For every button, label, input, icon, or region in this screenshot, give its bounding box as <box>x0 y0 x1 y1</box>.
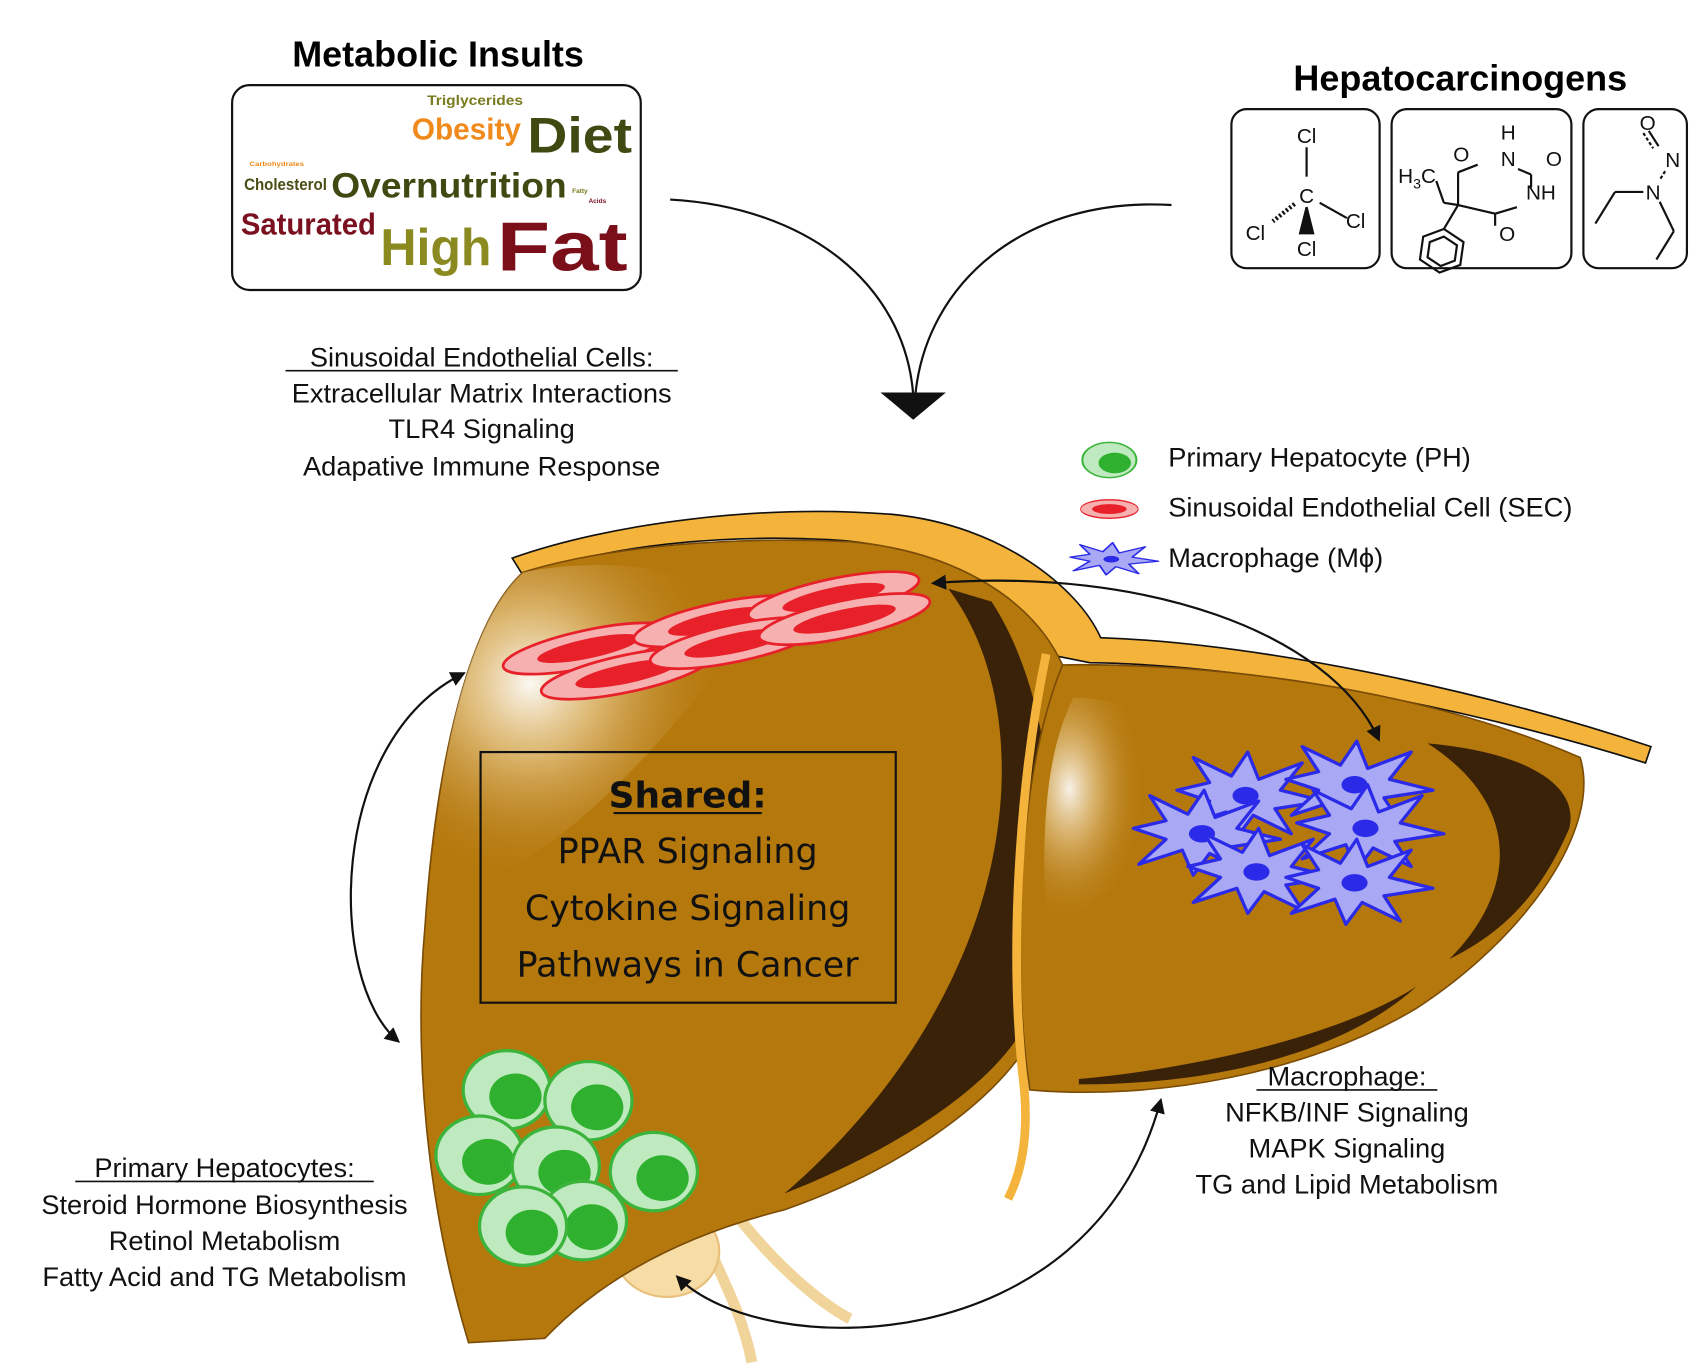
atom-o: O <box>1453 143 1469 166</box>
word-high: High <box>380 219 491 277</box>
macrophage-item: MAPK Signaling <box>1249 1132 1446 1163</box>
liver-illustration <box>420 510 1652 1364</box>
macrophage-item: NFKB/INF Signaling <box>1225 1096 1469 1127</box>
shared-heading: Shared: <box>609 776 767 817</box>
hepatocarcinogens-title: Hepatocarcinogens <box>1293 58 1627 99</box>
atom-o: O <box>1640 112 1656 135</box>
shared-item: PPAR Signaling <box>558 832 818 872</box>
converging-arrows <box>670 198 1172 395</box>
ph-item: Retinol Metabolism <box>109 1225 341 1256</box>
sec-item: TLR4 Signaling <box>389 413 575 444</box>
word-cloud-box <box>231 84 642 292</box>
interaction-arrows <box>349 574 1381 1329</box>
legend-label-hepatocyte: Primary Hepatocyte (PH) <box>1168 442 1471 473</box>
atom-o: O <box>1546 148 1562 171</box>
macrophage-heading: Macrophage: <box>1267 1061 1426 1092</box>
word-fat: Fat <box>497 207 628 285</box>
metabolic-insults-title: Metabolic Insults <box>292 34 584 75</box>
word-overnutrition: Overnutrition <box>331 166 566 205</box>
methyl-group: H3C <box>1398 165 1436 192</box>
word-diet: Diet <box>527 108 632 164</box>
legend: Primary Hepatocyte (PH) Sinusoidal Endot… <box>1069 441 1572 576</box>
word-cholesterol: Cholesterol <box>244 176 327 194</box>
ph-heading: Primary Hepatocytes: <box>94 1152 354 1183</box>
macrophage-item: TG and Lipid Metabolism <box>1196 1168 1499 1199</box>
atom-cl: Cl <box>1297 238 1317 261</box>
hepatocyte-panel: Primary Hepatocytes: Steroid Hormone Bio… <box>41 1152 407 1292</box>
atom-o: O <box>1499 223 1515 246</box>
sec-heading: Sinusoidal Endothelial Cells: <box>310 341 654 372</box>
atom-c: C <box>1299 185 1314 208</box>
word-cloud: Triglycerides Obesity Diet Carbohydrates… <box>231 84 642 292</box>
shared-panel: Shared: PPAR Signaling Cytokine Signalin… <box>479 750 897 1004</box>
word-triglycerides: Triglycerides <box>427 93 523 109</box>
word-obesity: Obesity <box>412 113 521 147</box>
atom-cl: Cl <box>1346 210 1366 233</box>
macrophage-panel: Macrophage: NFKB/INF Signaling MAPK Sign… <box>1196 1061 1499 1200</box>
sec-panel: Sinusoidal Endothelial Cells: Extracellu… <box>285 341 678 481</box>
ph-item: Steroid Hormone Biosynthesis <box>41 1189 407 1220</box>
arrowhead-icon <box>880 392 946 420</box>
word-fatty: Fatty <box>572 188 588 195</box>
sec-legend-icon <box>1079 499 1139 519</box>
atom-cl: Cl <box>1246 222 1266 245</box>
legend-label-macrophage: Macrophage (Mϕ) <box>1168 542 1383 573</box>
macrophage-legend-icon <box>1069 541 1160 576</box>
shared-item: Cytokine Signaling <box>525 889 850 929</box>
shared-item: Pathways in Cancer <box>517 946 860 986</box>
word-carbohydrates: Carbohydrates <box>250 161 305 168</box>
legend-label-sec: Sinusoidal Endothelial Cell (SEC) <box>1168 492 1572 523</box>
word-acids: Acids <box>588 198 606 205</box>
sec-item: Extracellular Matrix Interactions <box>292 377 672 408</box>
sec-item: Adapative Immune Response <box>303 450 660 481</box>
phenobarbital-structure <box>1390 108 1573 274</box>
atom-n: N <box>1501 148 1516 171</box>
diethylnitrosamine-structure <box>1582 108 1689 270</box>
ph-item: Fatty Acid and TG Metabolism <box>42 1261 406 1292</box>
atom-n: N <box>1665 149 1680 172</box>
atom-n: N <box>1646 182 1661 205</box>
atom-h: H <box>1501 122 1516 145</box>
atom-nh: NH <box>1526 182 1556 205</box>
hepatocyte-legend-icon <box>1081 441 1138 479</box>
atom-cl: Cl <box>1297 125 1317 148</box>
carbon-tetrachloride-structure <box>1230 108 1381 270</box>
word-saturated: Saturated <box>241 207 376 241</box>
